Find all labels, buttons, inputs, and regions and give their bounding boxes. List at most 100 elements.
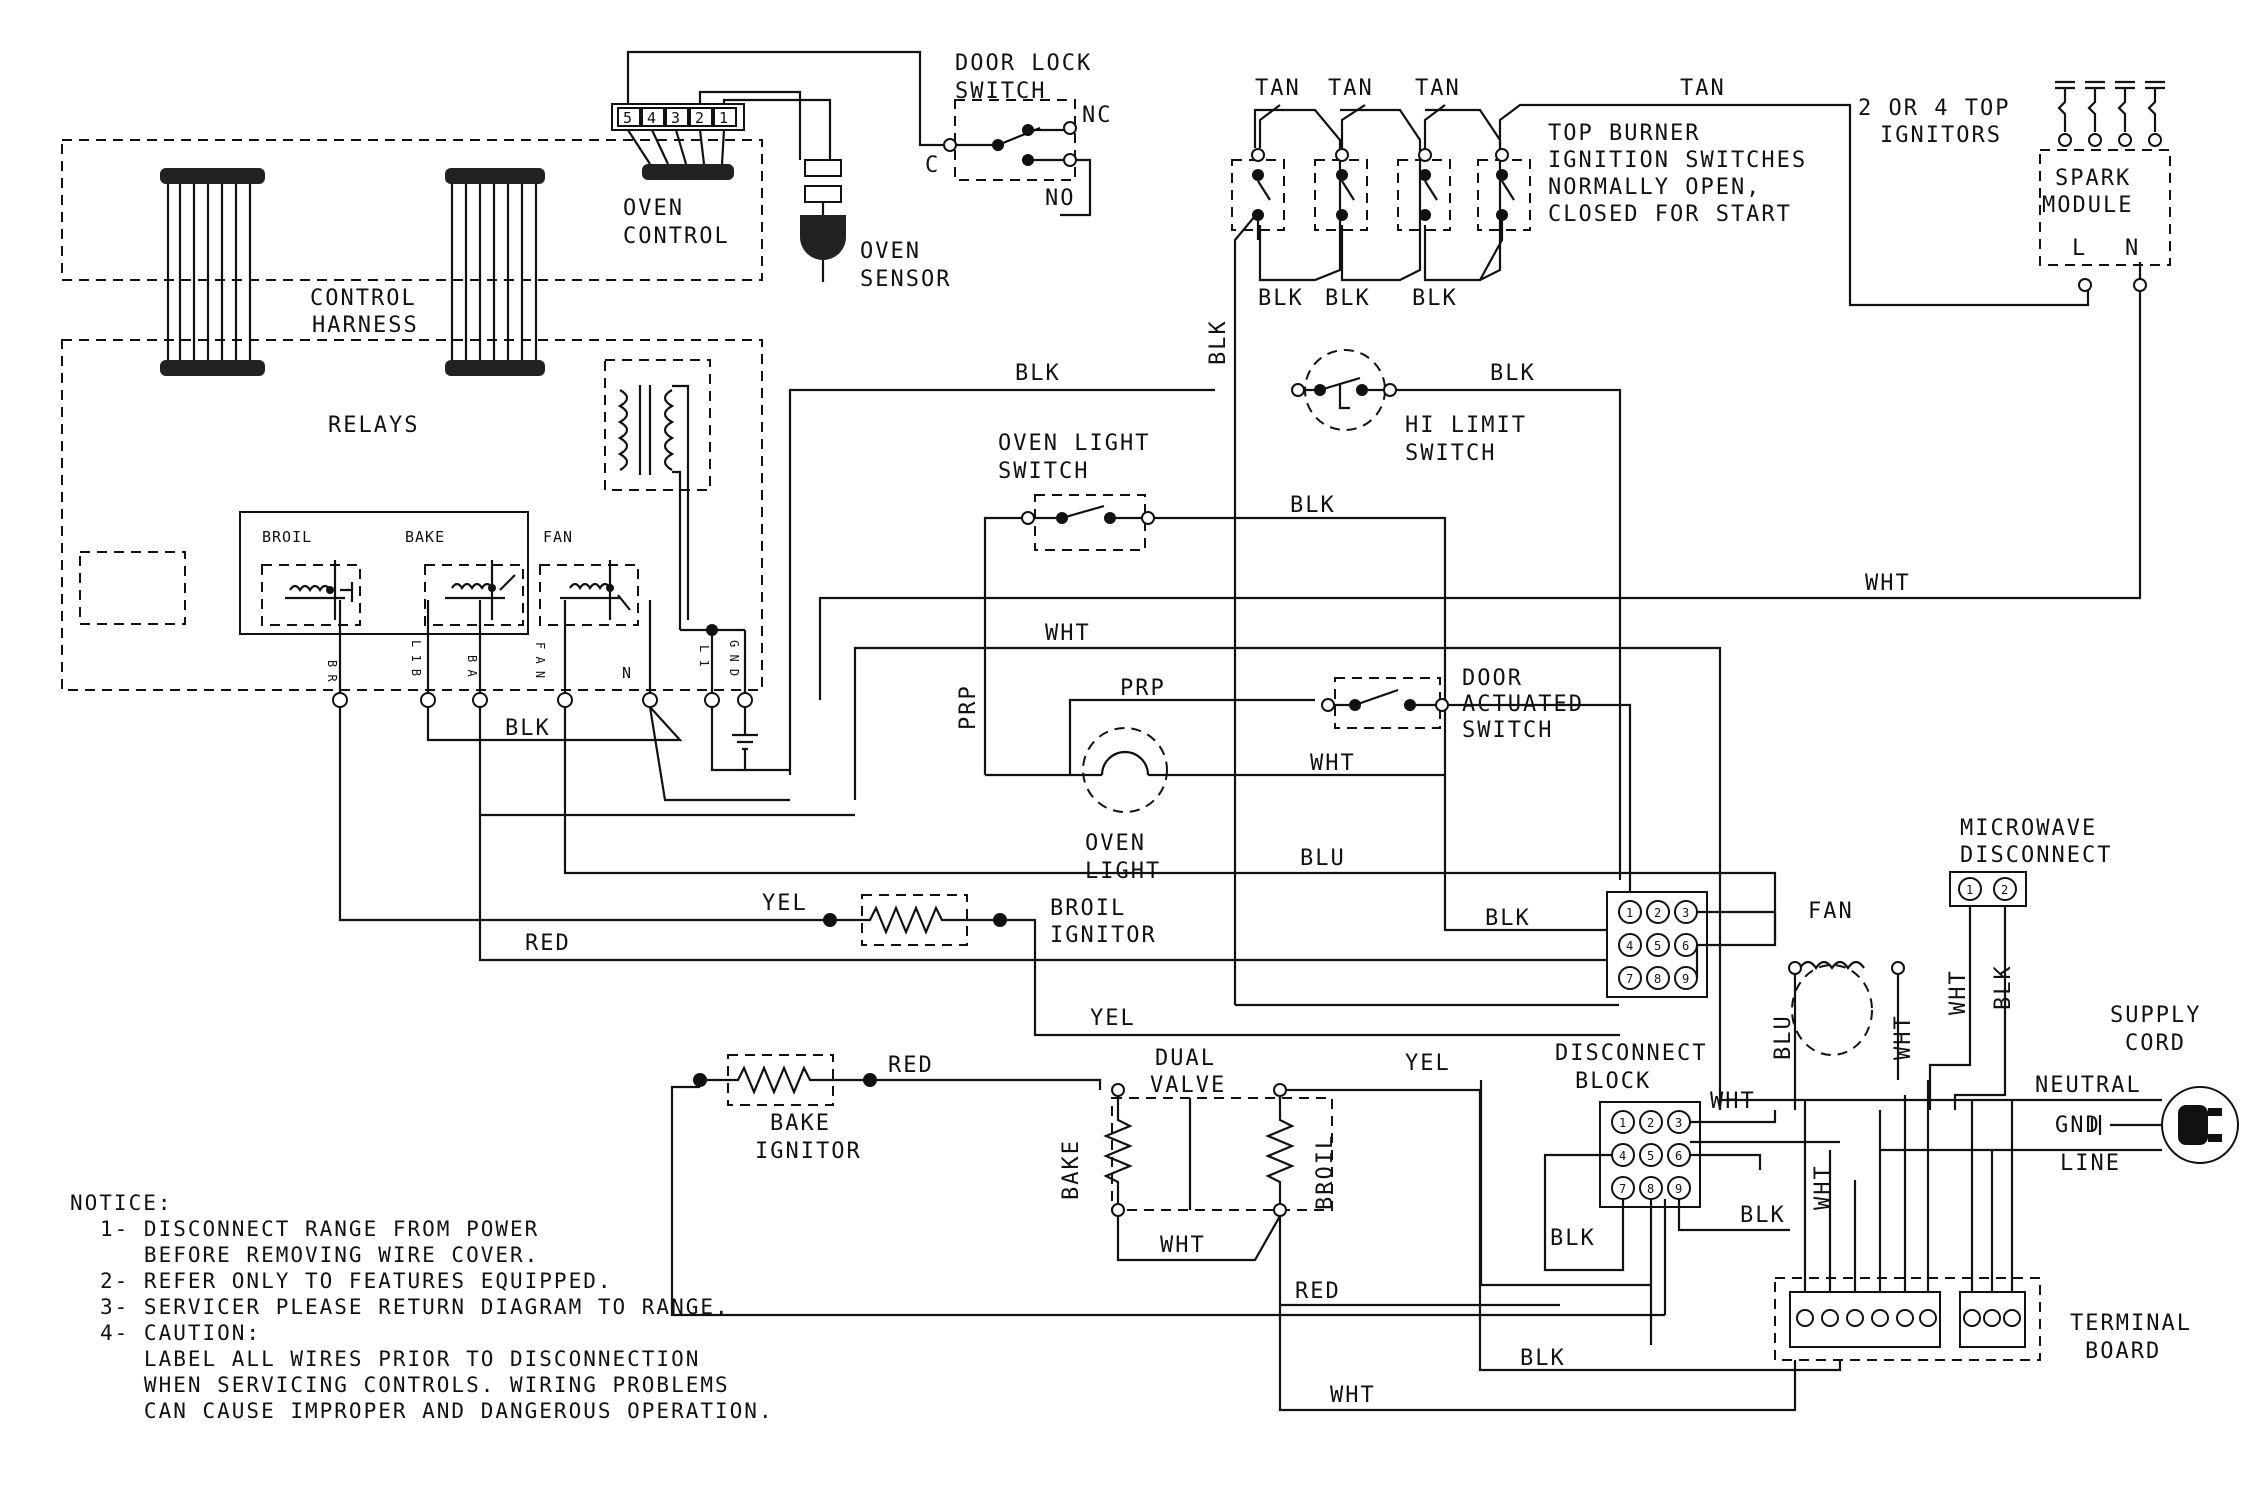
blu-mid-label: BLU — [1300, 846, 1346, 871]
svg-text:2: 2 — [695, 109, 705, 127]
blu-fan-label: BLU — [1771, 1014, 1796, 1060]
spark-ignitor-symbols — [2055, 80, 2165, 147]
harness-connector-right — [445, 168, 545, 376]
microwave-disconnect: 1 2 — [1949, 871, 2027, 907]
pin-gnd-label: G N D — [727, 640, 741, 676]
fan-motor — [1788, 960, 1905, 1056]
svg-text:9: 9 — [1682, 972, 1689, 986]
oven-light-label: OVEN — [1085, 831, 1146, 856]
svg-text:4: 4 — [647, 109, 657, 127]
blk-relay-label: BLK — [505, 716, 551, 741]
blk-mw-label: BLK — [1991, 964, 2016, 1010]
blk-block-label: BLK — [1485, 906, 1531, 931]
oven-control-label-2: CONTROL — [623, 224, 730, 249]
control-harness-label: CONTROL — [310, 286, 417, 311]
notice-line-4: 3- SERVICER PLEASE RETURN DIAGRAM TO RAN… — [100, 1295, 730, 1319]
notice: NOTICE: 1- DISCONNECT RANGE FROM POWER B… — [70, 1191, 774, 1423]
yel-low-label: YEL — [1090, 1006, 1136, 1031]
neutral-label: NEUTRAL — [2035, 1073, 2142, 1098]
dual-valve — [1103, 1083, 1333, 1217]
oven-control-label: OVEN — [623, 196, 684, 221]
red-lower-label: RED — [1295, 1279, 1341, 1304]
svg-text:1: 1 — [1619, 1116, 1626, 1130]
yel-broil-label: YEL — [762, 891, 808, 916]
fan-relay — [539, 560, 639, 626]
pin-l1-label: L 1 — [697, 645, 711, 667]
blk-ign-label-1: BLK — [1258, 286, 1304, 311]
blk-vert-label: BLK — [1206, 319, 1231, 365]
broil-relay-label: BROIL — [262, 528, 312, 546]
disconnect-block-lower: 1 2 3 4 5 6 7 8 9 — [1599, 1101, 1701, 1208]
svg-text:5: 5 — [623, 109, 633, 127]
svg-text:2: 2 — [2001, 883, 2008, 897]
notice-line-5: 4- CAUTION: — [100, 1321, 261, 1345]
notice-line-1: 1- DISCONNECT RANGE FROM POWER — [100, 1217, 539, 1241]
bake-ignitor — [693, 1054, 877, 1106]
blk-ign-label-3: BLK — [1412, 286, 1458, 311]
door-actuated-label-3: SWITCH — [1462, 718, 1553, 743]
spark-n-label: N — [2125, 236, 2140, 261]
relays-label: RELAYS — [328, 413, 419, 438]
terminal-board — [1774, 1080, 2041, 1361]
supply-cord-label: SUPPLY — [2110, 1003, 2201, 1028]
spark-module-label: SPARK — [2055, 166, 2131, 191]
tan-label-4: TAN — [1680, 76, 1726, 101]
line-label: LINE — [2060, 1151, 2121, 1176]
ignition-switch-1 — [1231, 148, 1285, 231]
door-actuated-label: DOOR — [1462, 666, 1523, 691]
mw-disconnect-label-2: DISCONNECT — [1960, 843, 2112, 868]
hi-limit-switch — [1291, 349, 1397, 431]
pin-ba-label: B A — [465, 655, 479, 677]
pin-n-label: N — [622, 664, 632, 682]
control-area: CONTROL HARNESS RELAYS 5 4 3 2 1 OVEN CO… — [61, 50, 1113, 751]
notice-line-8: CAN CAUSE IMPROPER AND DANGEROUS OPERATI… — [100, 1399, 774, 1423]
svg-text:7: 7 — [1619, 1182, 1626, 1196]
red-bake-label: RED — [888, 1053, 934, 1078]
oven-light-switch — [1021, 494, 1155, 551]
notice-line-7: WHEN SERVICING CONTROLS. WIRING PROBLEMS — [100, 1373, 730, 1397]
wht-vert2-label: WHT — [1811, 1164, 1836, 1210]
broil-ignitor-label-2: IGNITOR — [1050, 923, 1157, 948]
broil-ignitor — [823, 894, 1007, 946]
gnd-label: GND — [2055, 1113, 2101, 1138]
wht-spark-label: WHT — [1865, 571, 1911, 596]
notice-title: NOTICE: — [70, 1191, 173, 1215]
door-lock-switch — [943, 99, 1092, 217]
harness-connector-left — [160, 168, 265, 376]
spark-module — [2039, 149, 2171, 266]
svg-text:1: 1 — [1966, 883, 1973, 897]
top-burner-switches: TAN TAN TAN TAN — [1231, 76, 2171, 311]
spark-l-label: L — [2072, 236, 2087, 261]
dual-valve-label: DUAL — [1155, 1046, 1216, 1071]
door-lock-c-label: C — [925, 153, 940, 178]
wht-mid-label: WHT — [1045, 621, 1091, 646]
oven-control-connector: 5 4 3 2 1 — [611, 103, 745, 180]
hi-limit-label-2: SWITCH — [1405, 441, 1496, 466]
oven-sensor-label-2: SENSOR — [860, 267, 951, 292]
prp-h-label: PRP — [1120, 676, 1166, 701]
wht-door-label: WHT — [1310, 751, 1356, 776]
svg-text:1: 1 — [1626, 906, 1633, 920]
ignition-switch-3 — [1397, 148, 1451, 231]
notice-line-2: BEFORE REMOVING WIRE COVER. — [100, 1243, 539, 1267]
door-lock-nc-label: NC — [1082, 103, 1113, 128]
ignitors-label: 2 OR 4 TOP — [1858, 96, 2010, 121]
oven-sensor — [800, 159, 846, 282]
door-lock-switch-label-2: SWITCH — [955, 79, 1046, 104]
blk-light-label: BLK — [1290, 493, 1336, 518]
main-wiring: BLK BLK HI LIMIT SWITCH BLK OVEN LIGHT S… — [338, 209, 2239, 1412]
wht-mw-label: WHT — [1946, 969, 1971, 1015]
door-lock-no-label: NO — [1045, 186, 1076, 211]
disconnect-block-upper: 1 2 3 4 5 6 7 8 9 — [1606, 891, 1708, 998]
svg-text:4: 4 — [1619, 1149, 1626, 1163]
fan-motor-label: FAN — [1808, 899, 1854, 924]
notice-line-3: 2- REFER ONLY TO FEATURES EQUIPPED. — [100, 1269, 613, 1293]
supply-cord-plug — [2161, 1086, 2239, 1164]
oven-control-enclosure — [61, 139, 763, 281]
bake-ignitor-label-2: IGNITOR — [755, 1139, 862, 1164]
prp-vert-label: PRP — [956, 684, 981, 730]
blk-hilimit-label: BLK — [1490, 361, 1536, 386]
svg-text:8: 8 — [1654, 972, 1661, 986]
svg-text:2: 2 — [1654, 906, 1661, 920]
